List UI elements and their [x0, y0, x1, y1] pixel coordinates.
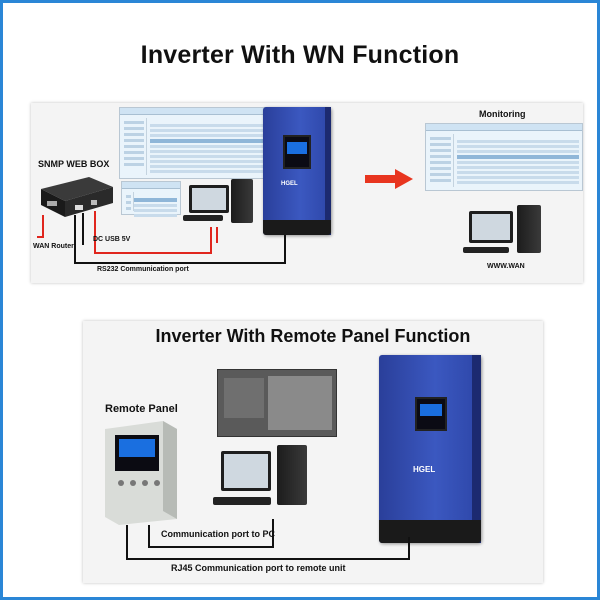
inverter-icon: HGEL	[379, 355, 481, 543]
inverter-logo: HGEL	[413, 465, 436, 474]
snmp-box-label: SNMP WEB BOX	[38, 159, 110, 169]
monitoring-pc-icon	[459, 205, 549, 261]
wn-function-panel: SNMP WEB BOX	[31, 103, 583, 283]
desktop-pc-icon	[181, 179, 261, 229]
web-screen-thumbnail	[121, 181, 181, 217]
monitoring-web-screen	[425, 123, 583, 191]
snmp-web-box-icon	[41, 177, 113, 217]
monitoring-software-screen	[217, 369, 337, 437]
inverter-logo: HGEL	[281, 181, 298, 187]
connection-wires	[37, 211, 286, 264]
page-title: Inverter With WN Function	[140, 41, 460, 69]
wan-router-label: WAN Router	[33, 243, 74, 250]
connection-wires	[126, 519, 410, 560]
inverter-icon: HGEL	[263, 107, 331, 235]
rs232-label: RS232 Communication port	[97, 266, 189, 273]
monitoring-label: Monitoring	[479, 109, 526, 119]
snmp-web-screen	[119, 107, 271, 179]
desktop-pc-icon	[209, 445, 319, 521]
section-title: Inverter With Remote Panel Function	[155, 326, 471, 346]
remote-panel-label: Remote Panel	[105, 403, 178, 415]
remote-panel-function-panel: Inverter With Remote Panel Function Remo…	[83, 321, 543, 583]
dc-usb-label: DC USB 5V	[93, 236, 131, 243]
arrow-right-icon	[365, 169, 413, 189]
comm-pc-label: Communication port to PC	[161, 529, 275, 539]
remote-panel-icon	[105, 421, 177, 525]
rj45-label: RJ45 Communication port to remote unit	[171, 563, 346, 573]
www-wan-label: WWW.WAN	[487, 263, 525, 270]
